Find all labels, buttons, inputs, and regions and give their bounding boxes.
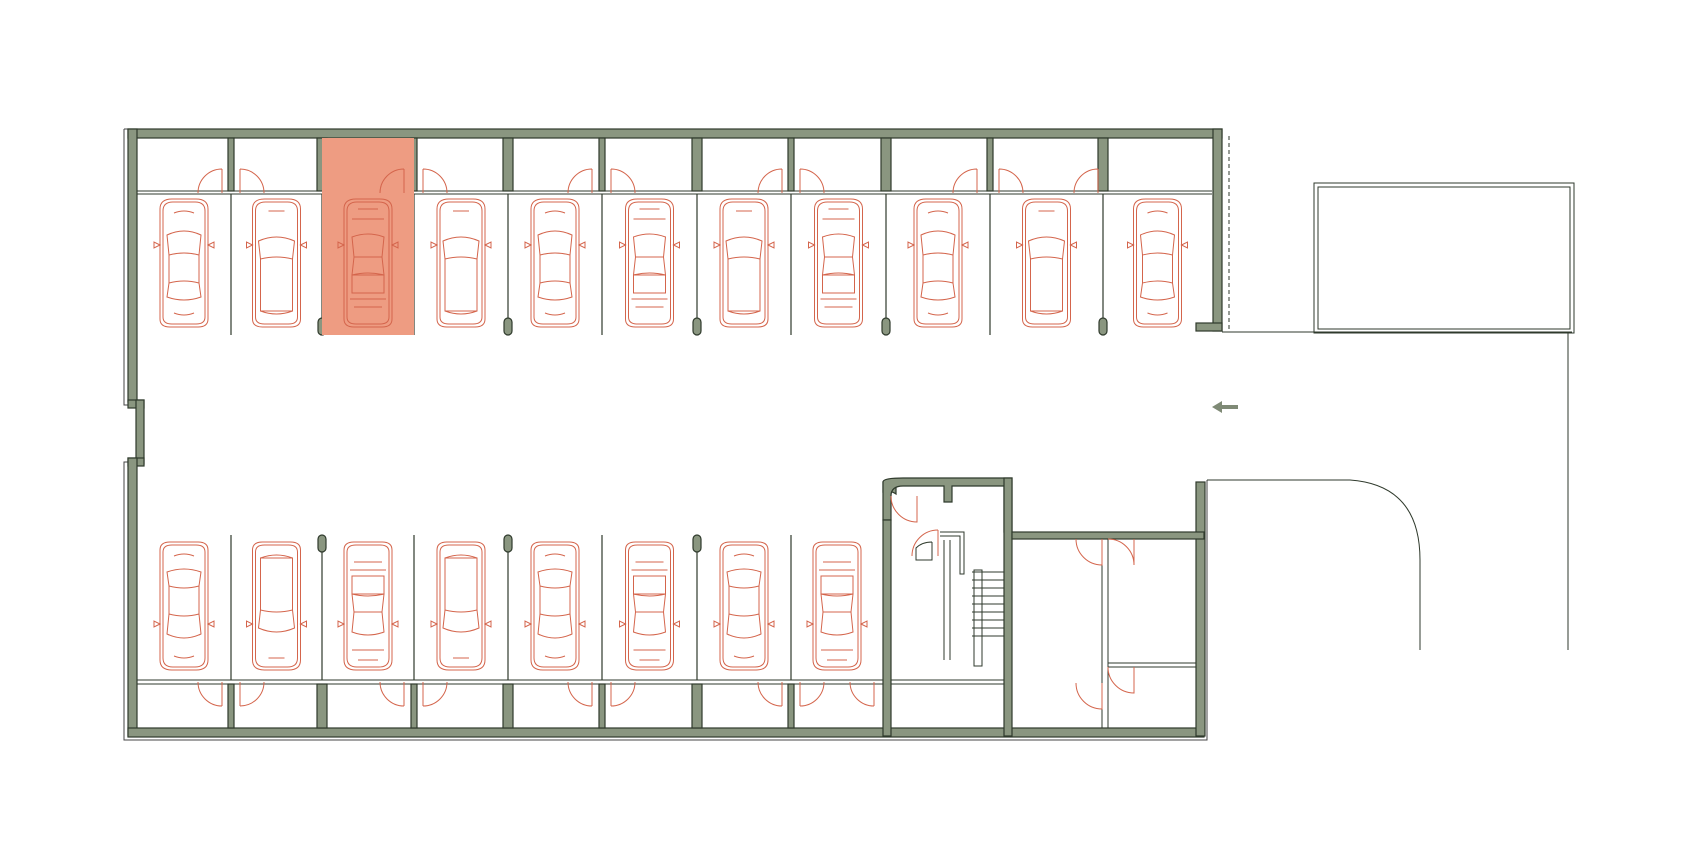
car-icon: [153, 198, 215, 328]
door-swing-icon: [422, 681, 448, 707]
column: [1098, 317, 1108, 336]
column: [692, 317, 702, 336]
car-icon: [713, 198, 775, 328]
door-swing-icon: [799, 681, 825, 707]
left-arrow-icon: [1212, 401, 1238, 413]
storage-divider-wall: [787, 683, 795, 729]
car-icon: [808, 198, 869, 328]
car-icon: [246, 541, 307, 671]
storage-divider-wall: [1097, 137, 1109, 192]
car-icon: [153, 541, 215, 671]
door-swing-icon: [239, 168, 265, 194]
storage-doors: [197, 168, 1099, 707]
stair-treads-icon: [972, 571, 1004, 637]
column: [881, 317, 891, 336]
storage-divider-wall: [316, 683, 328, 729]
car-icon: [806, 541, 868, 671]
storage-divider-wall: [787, 137, 795, 192]
door-swing-icon: [239, 681, 265, 707]
top-row-walls: [137, 137, 1212, 336]
storage-divider-wall: [227, 137, 235, 192]
car-icon: [524, 198, 586, 328]
door-swing-icon: [610, 168, 636, 194]
car-icon: [430, 541, 492, 671]
car-icon: [1016, 198, 1077, 328]
storage-divider-wall: [691, 683, 703, 729]
bottom-row-walls: [137, 534, 883, 729]
storage-divider-wall: [986, 137, 994, 192]
door-swing-icon: [422, 168, 448, 194]
storage-divider-wall: [598, 137, 606, 192]
car-icon: [524, 541, 586, 671]
door-swing-icon: [567, 168, 593, 194]
stair-core: [882, 477, 1205, 737]
door-swing-icon: [757, 168, 783, 194]
door-swing-icon: [952, 168, 978, 194]
door-swing-icon: [799, 168, 825, 194]
car-icon: [619, 198, 680, 328]
car-icon: [246, 198, 307, 328]
exterior-walls: [127, 128, 1223, 738]
highlighted-parking-bay[interactable]: [322, 138, 414, 335]
storage-divider-wall: [502, 137, 514, 192]
door-swing-icon: [849, 681, 875, 707]
door-swing-icon: [379, 168, 405, 194]
door-swing-icon: [757, 681, 783, 707]
car-icon: [713, 541, 775, 671]
column: [317, 534, 327, 553]
top-row-cars: [153, 198, 1188, 328]
door-swing-icon: [379, 681, 405, 707]
storage-divider-wall: [227, 683, 235, 729]
car-icon: [337, 541, 399, 671]
car-icon: [430, 198, 492, 328]
bottom-row-cars: [153, 541, 868, 671]
storage-divider-wall: [880, 137, 892, 192]
door-swing-icon: [610, 681, 636, 707]
door-swing-icon: [998, 168, 1024, 194]
car-icon: [337, 198, 399, 328]
storage-divider-wall: [410, 683, 418, 729]
storage-divider-wall: [502, 683, 514, 729]
ramp-outline: [1207, 182, 1575, 650]
car-icon: [907, 198, 969, 328]
storage-divider-wall: [691, 137, 703, 192]
car-icon: [619, 541, 680, 671]
column: [503, 534, 513, 553]
storage-divider-wall: [598, 683, 606, 729]
door-swing-icon: [197, 681, 223, 707]
column: [692, 534, 702, 553]
door-swing-icon: [567, 681, 593, 707]
column: [503, 317, 513, 336]
door-swing-icon: [197, 168, 223, 194]
car-icon: [1127, 198, 1188, 328]
door-swing-icon: [1073, 168, 1099, 194]
